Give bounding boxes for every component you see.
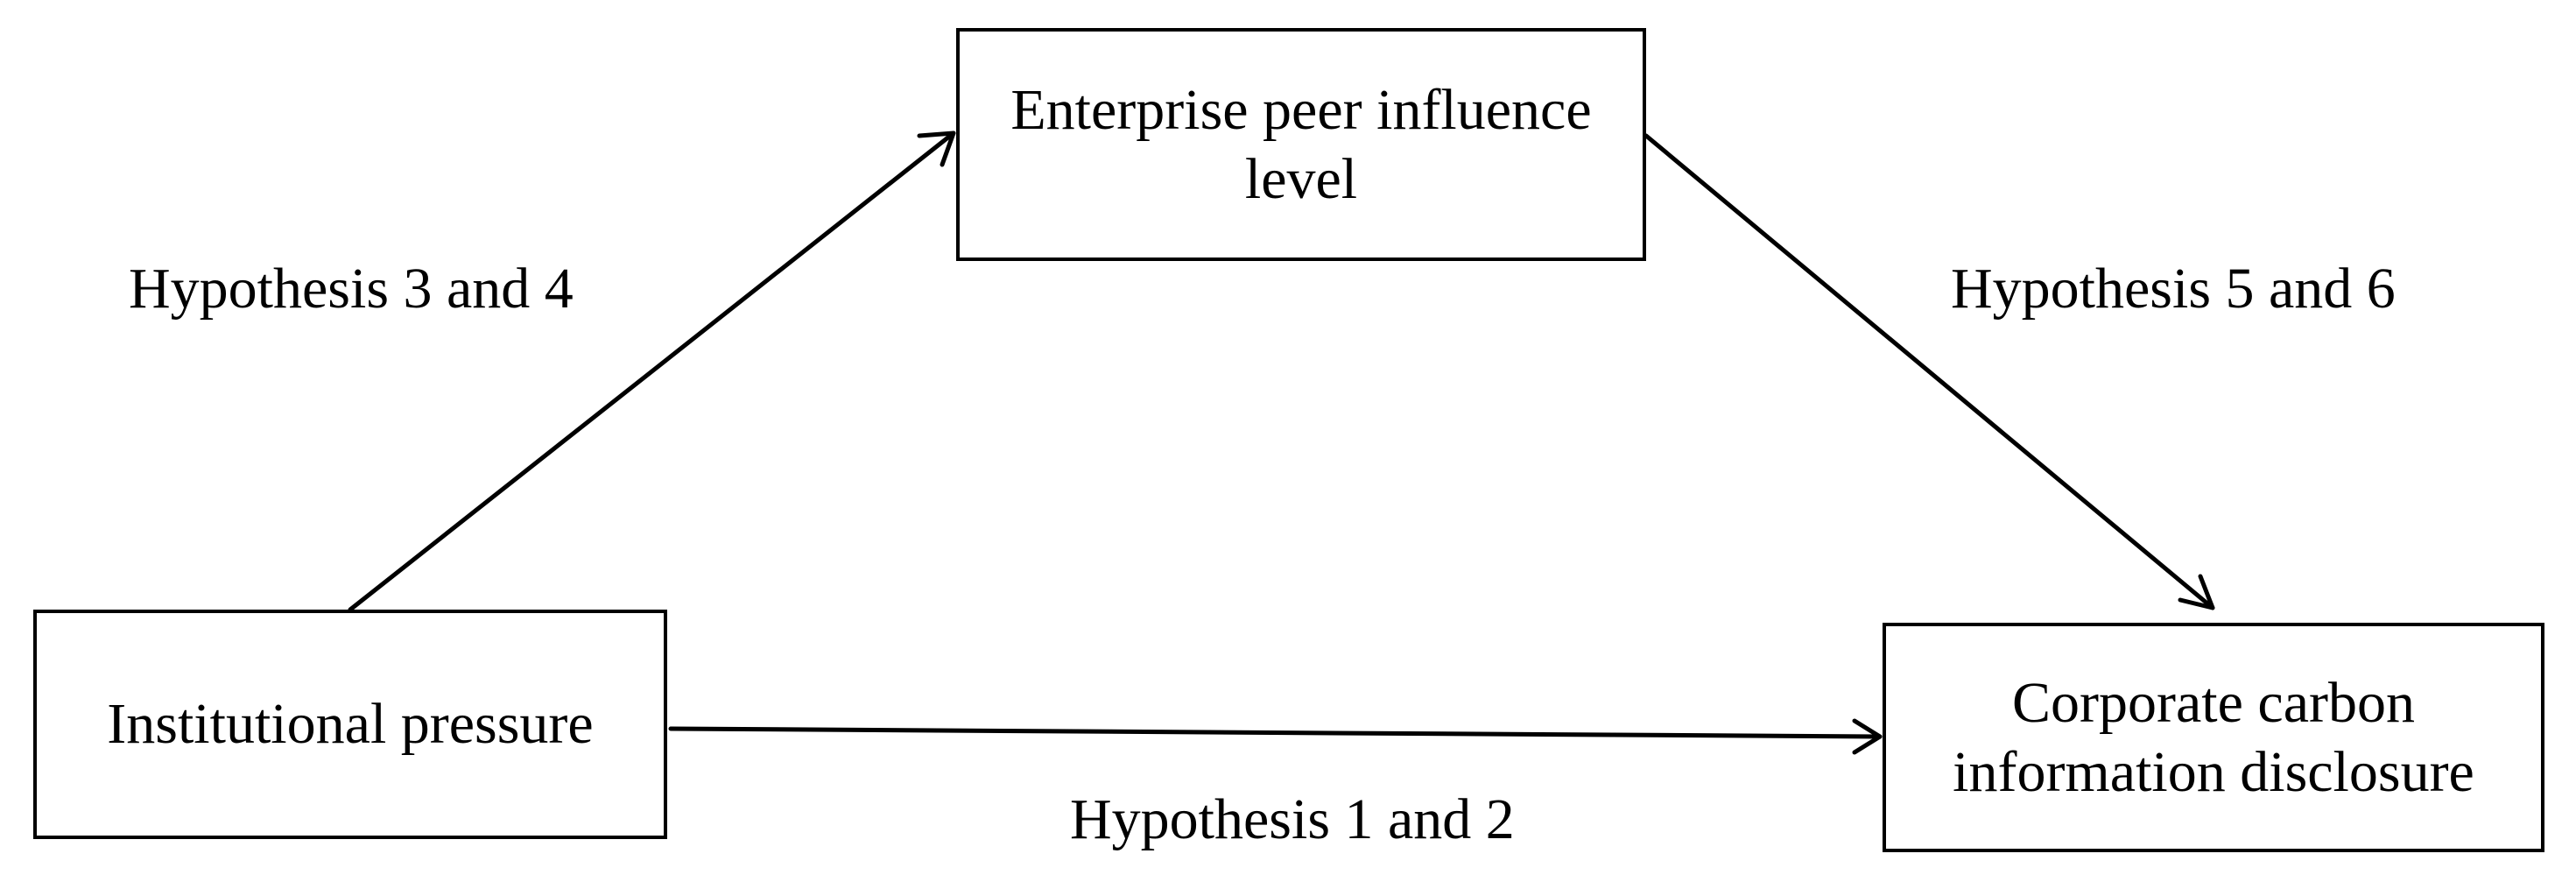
edge-label-hypothesis-3-and-4: Hypothesis 3 and 4 bbox=[129, 257, 574, 321]
edge-label-hypothesis-1-and-2: Hypothesis 1 and 2 bbox=[1070, 787, 1515, 851]
arrow-independent-to-mediator bbox=[348, 131, 956, 612]
node-line: Corporate carbon bbox=[2012, 670, 2415, 735]
arrow-independent-to-dependent bbox=[668, 726, 1883, 739]
edge-label-hypothesis-5-and-6: Hypothesis 5 and 6 bbox=[1951, 257, 2396, 321]
node-line: level bbox=[1244, 147, 1358, 211]
node-line: Institutional pressure bbox=[107, 692, 594, 757]
node-line: information disclosure bbox=[1953, 740, 2474, 804]
node-corporate-carbon-information-disclosure: Corporate carbon information disclosure bbox=[1883, 623, 2544, 852]
node-text: Institutional pressure bbox=[107, 689, 593, 758]
node-line: Enterprise peer influence bbox=[1010, 77, 1592, 142]
arrowhead-dependent-left bbox=[1852, 718, 1883, 755]
arrow-mediator-to-dependent bbox=[1643, 133, 2215, 610]
node-text: Enterprise peer influence level bbox=[1010, 75, 1591, 214]
node-enterprise-peer-influence-level: Enterprise peer influence level bbox=[956, 28, 1646, 261]
node-text: Corporate carbon information disclosure bbox=[1953, 668, 2474, 807]
arrowhead-dependent-top bbox=[2178, 574, 2215, 610]
node-institutional-pressure: Institutional pressure bbox=[33, 610, 667, 839]
arrowhead-mediator bbox=[917, 131, 956, 167]
